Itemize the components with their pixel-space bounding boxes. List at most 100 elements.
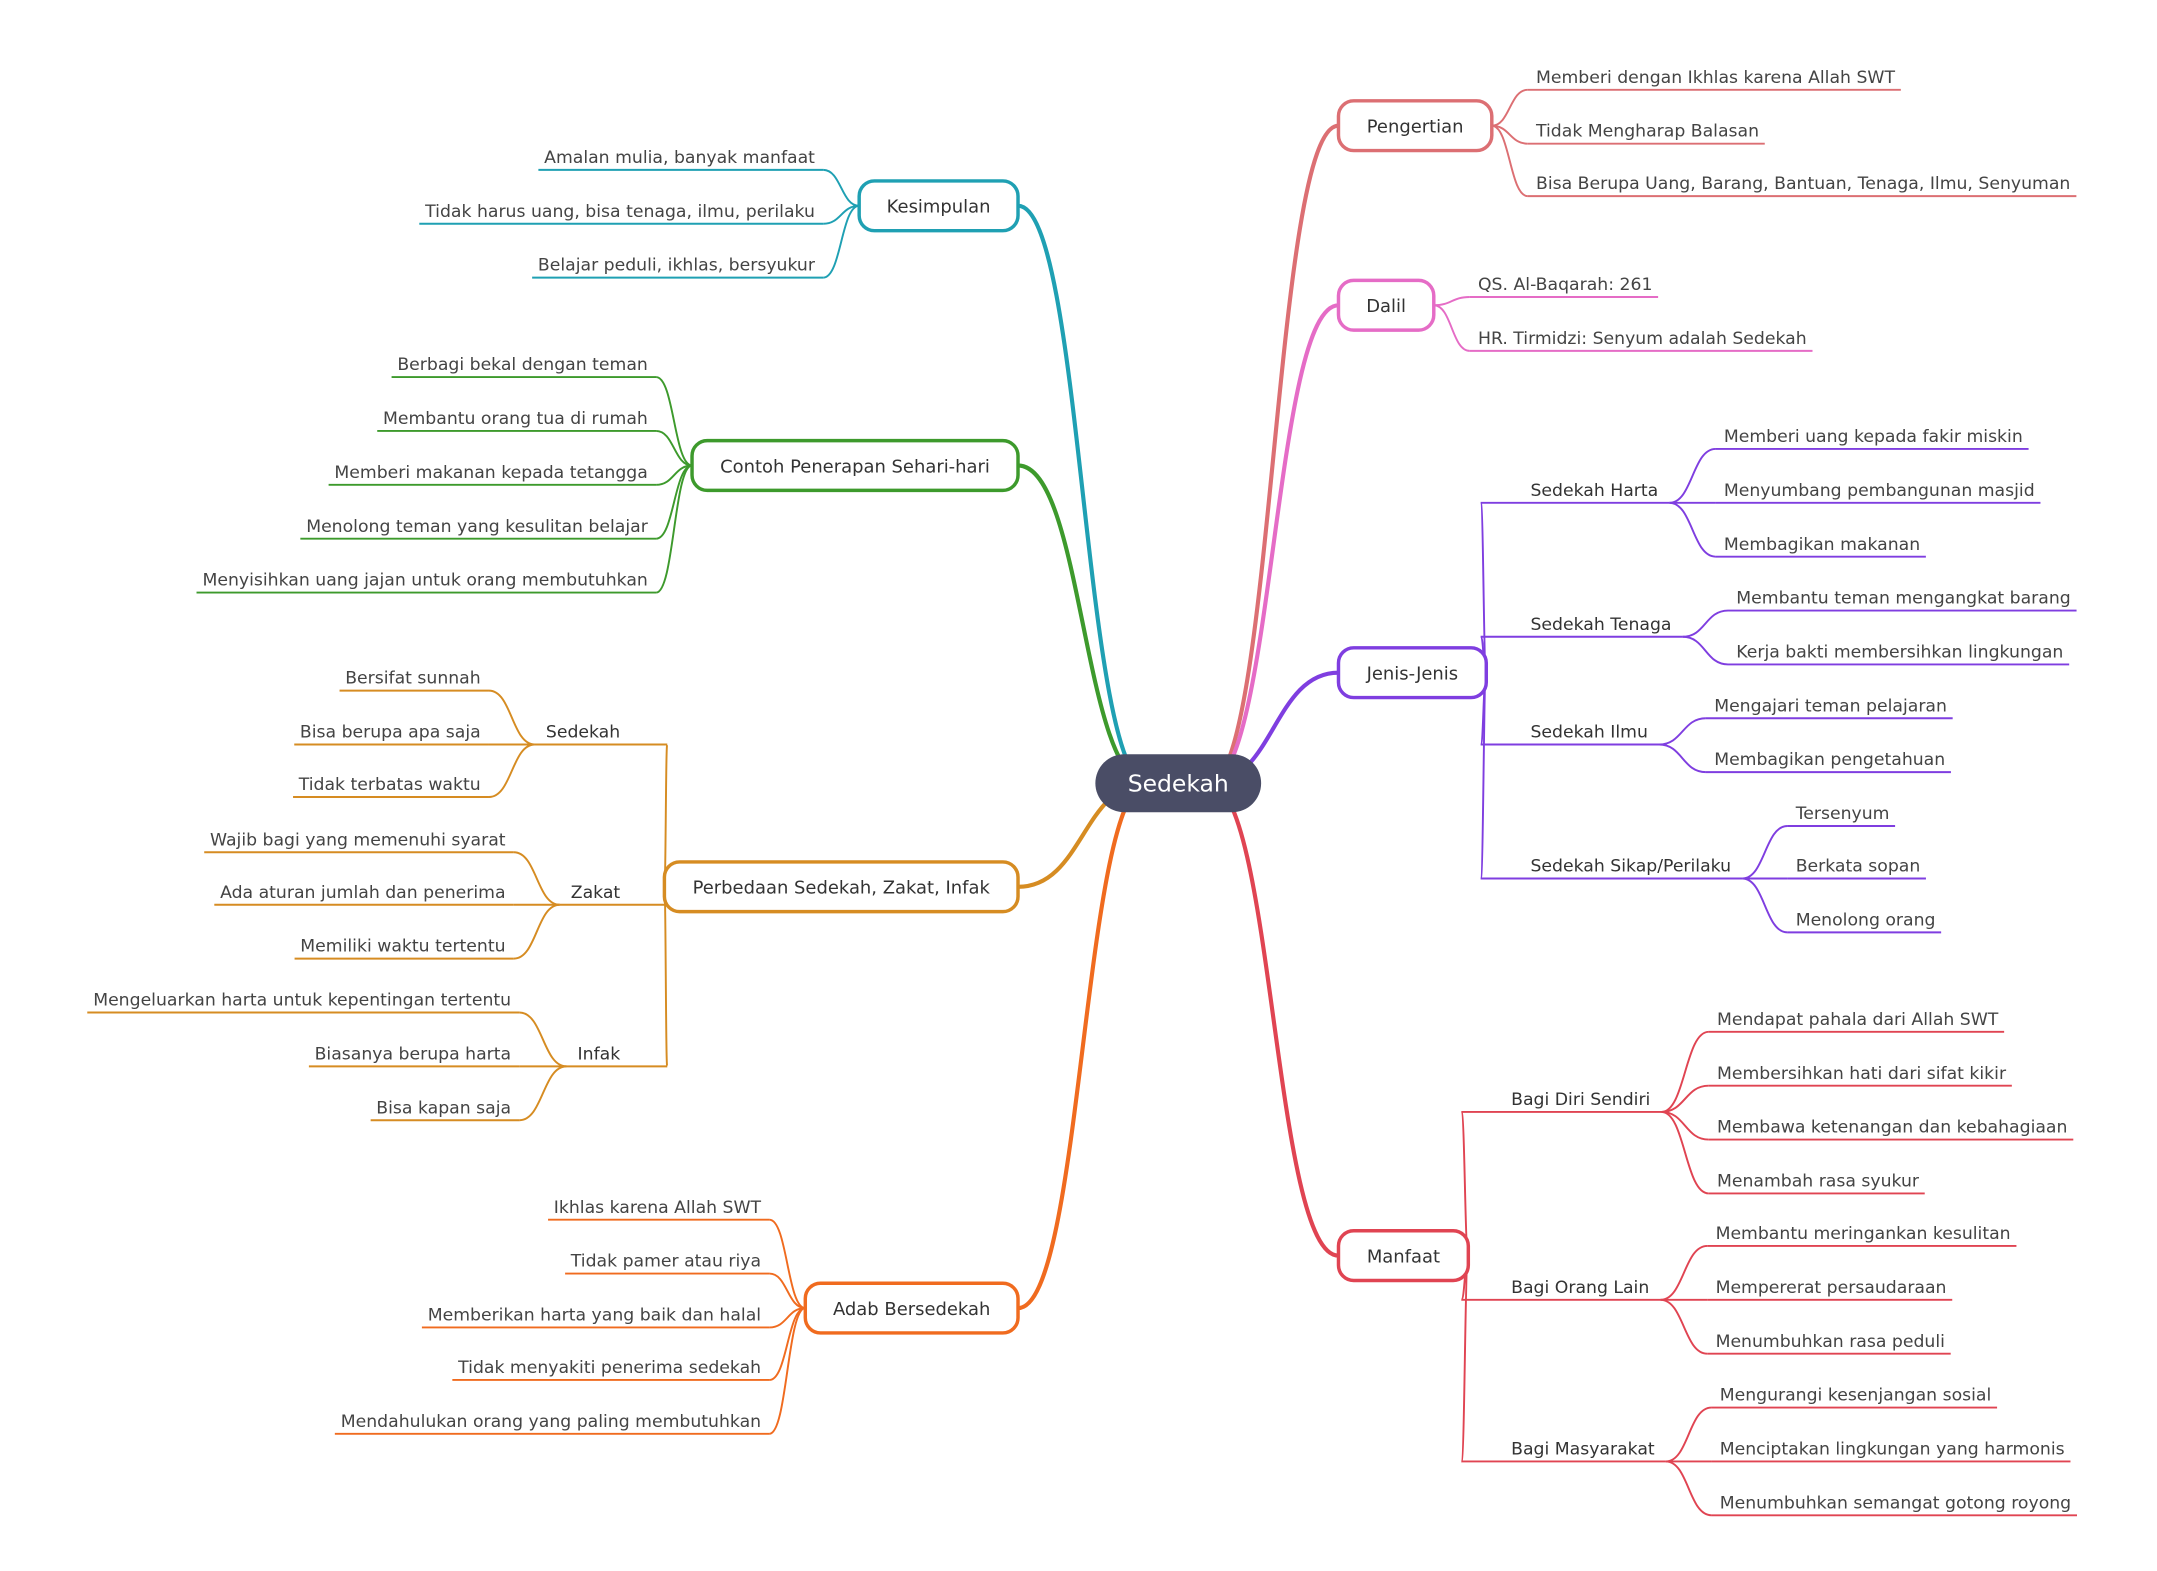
leaf-connector <box>1661 1084 1709 1113</box>
branch-label: Pengertian <box>1367 117 1464 138</box>
branch-node[interactable]: Kesimpulan <box>857 179 1020 233</box>
leaf-label: Menumbuhkan semangat gotong royong <box>1720 1493 2071 1513</box>
leaf-label: Ikhlas karena Allah SWT <box>554 1198 762 1218</box>
leaf-connector <box>769 1272 806 1310</box>
leaf-label: Memberikan harta yang baik dan halal <box>428 1306 761 1326</box>
leaf-label: Memberi dengan Ikhlas karena Allah SWT <box>1536 68 1895 88</box>
root-node-shape[interactable] <box>1095 754 1262 813</box>
leaf-label: Bisa berupa apa saja <box>300 723 481 743</box>
leaf-connector <box>768 1307 806 1435</box>
root-node[interactable]: Sedekah <box>1095 754 1262 813</box>
leaf-connector <box>1669 447 1716 504</box>
branch-node[interactable]: Contoh Penerapan Sehari-hari <box>690 438 1020 493</box>
leaf-connector <box>488 689 535 746</box>
leaf-connector <box>1660 1244 1708 1301</box>
leaf-label: HR. Tirmidzi: Senyum adalah Sedekah <box>1478 329 1807 349</box>
branch-connector <box>1208 781 1339 1258</box>
leaf-connector <box>1661 1110 1709 1141</box>
branch-node[interactable]: Perbedaan Sedekah, Zakat, Infak <box>662 860 1020 914</box>
leaf-label: Tidak terbatas waktu <box>298 775 481 795</box>
leaf-label: Mengajari teman pelajaran <box>1714 696 1947 716</box>
group-label[interactable]: Sedekah Harta <box>1530 481 1658 501</box>
group-connector <box>663 743 669 888</box>
leaf-connector <box>823 168 860 207</box>
leaf-label: Menyisihkan uang jajan untuk orang membu… <box>202 571 647 591</box>
leaf-label: Memiliki waktu tertentu <box>300 937 505 957</box>
leaf-label: Tidak menyakiti penerima sedekah <box>457 1358 761 1378</box>
leaf-label: Memberi makanan kepada tetangga <box>334 463 647 483</box>
branch-node[interactable]: Jenis-Jenis <box>1336 646 1489 700</box>
leaf-connector <box>1742 877 1788 934</box>
group-label[interactable]: Bagi Masyarakat <box>1511 1440 1655 1460</box>
leaf-connector <box>1669 501 1716 558</box>
branch-label: Adab Bersedekah <box>833 1299 990 1320</box>
leaf-label: Bisa Berupa Uang, Barang, Bantuan, Tenag… <box>1536 174 2070 194</box>
branch-connector <box>1017 463 1149 786</box>
branch-node-shape[interactable] <box>1336 646 1489 700</box>
branch-node-shape[interactable] <box>662 860 1020 914</box>
branch-node-shape[interactable] <box>1336 278 1436 332</box>
leaf-label: Mengurangi kesenjangan sosial <box>1720 1386 1992 1406</box>
leaf-connector <box>655 376 693 467</box>
branch-node[interactable]: Adab Bersedekah <box>803 1281 1020 1335</box>
branch-connector <box>1017 203 1149 786</box>
group-label[interactable]: Sedekah Sikap/Perilaku <box>1530 857 1731 877</box>
group-label[interactable]: Bagi Orang Lain <box>1511 1278 1649 1298</box>
leaf-label: Wajib bagi yang memenuhi syarat <box>210 830 506 850</box>
branch-label: Perbedaan Sedekah, Zakat, Infak <box>693 878 991 899</box>
leaf-label: Membantu teman mengangkat barang <box>1736 589 2070 609</box>
leaf-connector <box>519 1011 567 1068</box>
group-label[interactable]: Sedekah <box>546 723 620 743</box>
leaf-label: Menolong teman yang kesulitan belajar <box>306 517 649 537</box>
branch-node[interactable]: Manfaat <box>1336 1229 1471 1283</box>
leaf-label: Menumbuhkan rasa peduli <box>1716 1332 1945 1352</box>
branch-node[interactable]: Pengertian <box>1336 99 1494 153</box>
leaf-connector <box>1658 717 1706 746</box>
branch-node-shape[interactable] <box>857 179 1020 233</box>
branch-connector <box>1208 123 1339 786</box>
group-label[interactable]: Infak <box>578 1044 621 1064</box>
leaf-label: Menolong orang <box>1796 910 1936 930</box>
leaf-connector <box>1660 1298 1708 1355</box>
leaf-connector <box>1665 1406 1712 1463</box>
leaf-connector <box>1682 609 1729 638</box>
leaf-label: Menyumbang pembangunan masjid <box>1724 481 2035 501</box>
leaf-connector <box>513 851 560 906</box>
leaf-label: Bisa kapan saja <box>376 1098 511 1118</box>
leaf-connector <box>1658 743 1706 774</box>
leaf-label: Membawa ketenangan dan kebahagiaan <box>1717 1118 2067 1138</box>
branch-node-shape[interactable] <box>690 438 1020 493</box>
leaf-label: QS. Al-Baqarah: 261 <box>1478 275 1652 295</box>
leaf-connector <box>769 1218 806 1310</box>
leaf-connector <box>488 743 535 798</box>
leaf-connector <box>1682 635 1729 666</box>
leaf-connector <box>513 903 560 960</box>
group-label[interactable]: Zakat <box>571 883 621 903</box>
leaf-label: Bersifat sunnah <box>345 669 481 689</box>
group-label[interactable]: Sedekah Tenaga <box>1530 615 1671 635</box>
branch-label: Manfaat <box>1367 1247 1440 1268</box>
branch-node-shape[interactable] <box>803 1281 1020 1335</box>
branch-label: Jenis-Jenis <box>1366 664 1459 685</box>
leaf-label: Tersenyum <box>1795 804 1890 824</box>
leaf-label: Mempererat persaudaraan <box>1716 1278 1947 1298</box>
leaf-label: Biasanya berupa harta <box>315 1044 511 1064</box>
leaf-connector <box>519 1065 567 1122</box>
branch-node[interactable]: Dalil <box>1336 278 1436 332</box>
branch-connector <box>1017 781 1149 1311</box>
branch-node-shape[interactable] <box>1336 1229 1471 1283</box>
branch-label: Contoh Penerapan Sehari-hari <box>720 456 990 477</box>
leaf-connector <box>1491 88 1528 127</box>
leaf-label: Tidak Mengharap Balasan <box>1535 122 1759 142</box>
leaf-connector <box>1742 825 1788 880</box>
leaf-connector <box>1665 1460 1712 1517</box>
leaf-connector <box>1433 296 1470 307</box>
group-label[interactable]: Bagi Diri Sendiri <box>1511 1090 1650 1110</box>
branch-node-shape[interactable] <box>1336 99 1494 153</box>
leaf-label: Membersihkan hati dari sifat kikir <box>1717 1064 2007 1084</box>
group-label[interactable]: Sedekah Ilmu <box>1530 723 1647 743</box>
leaf-connector <box>655 429 693 467</box>
leaf-label: Memberi uang kepada fakir miskin <box>1724 427 2023 447</box>
branch-connector <box>1208 303 1339 786</box>
